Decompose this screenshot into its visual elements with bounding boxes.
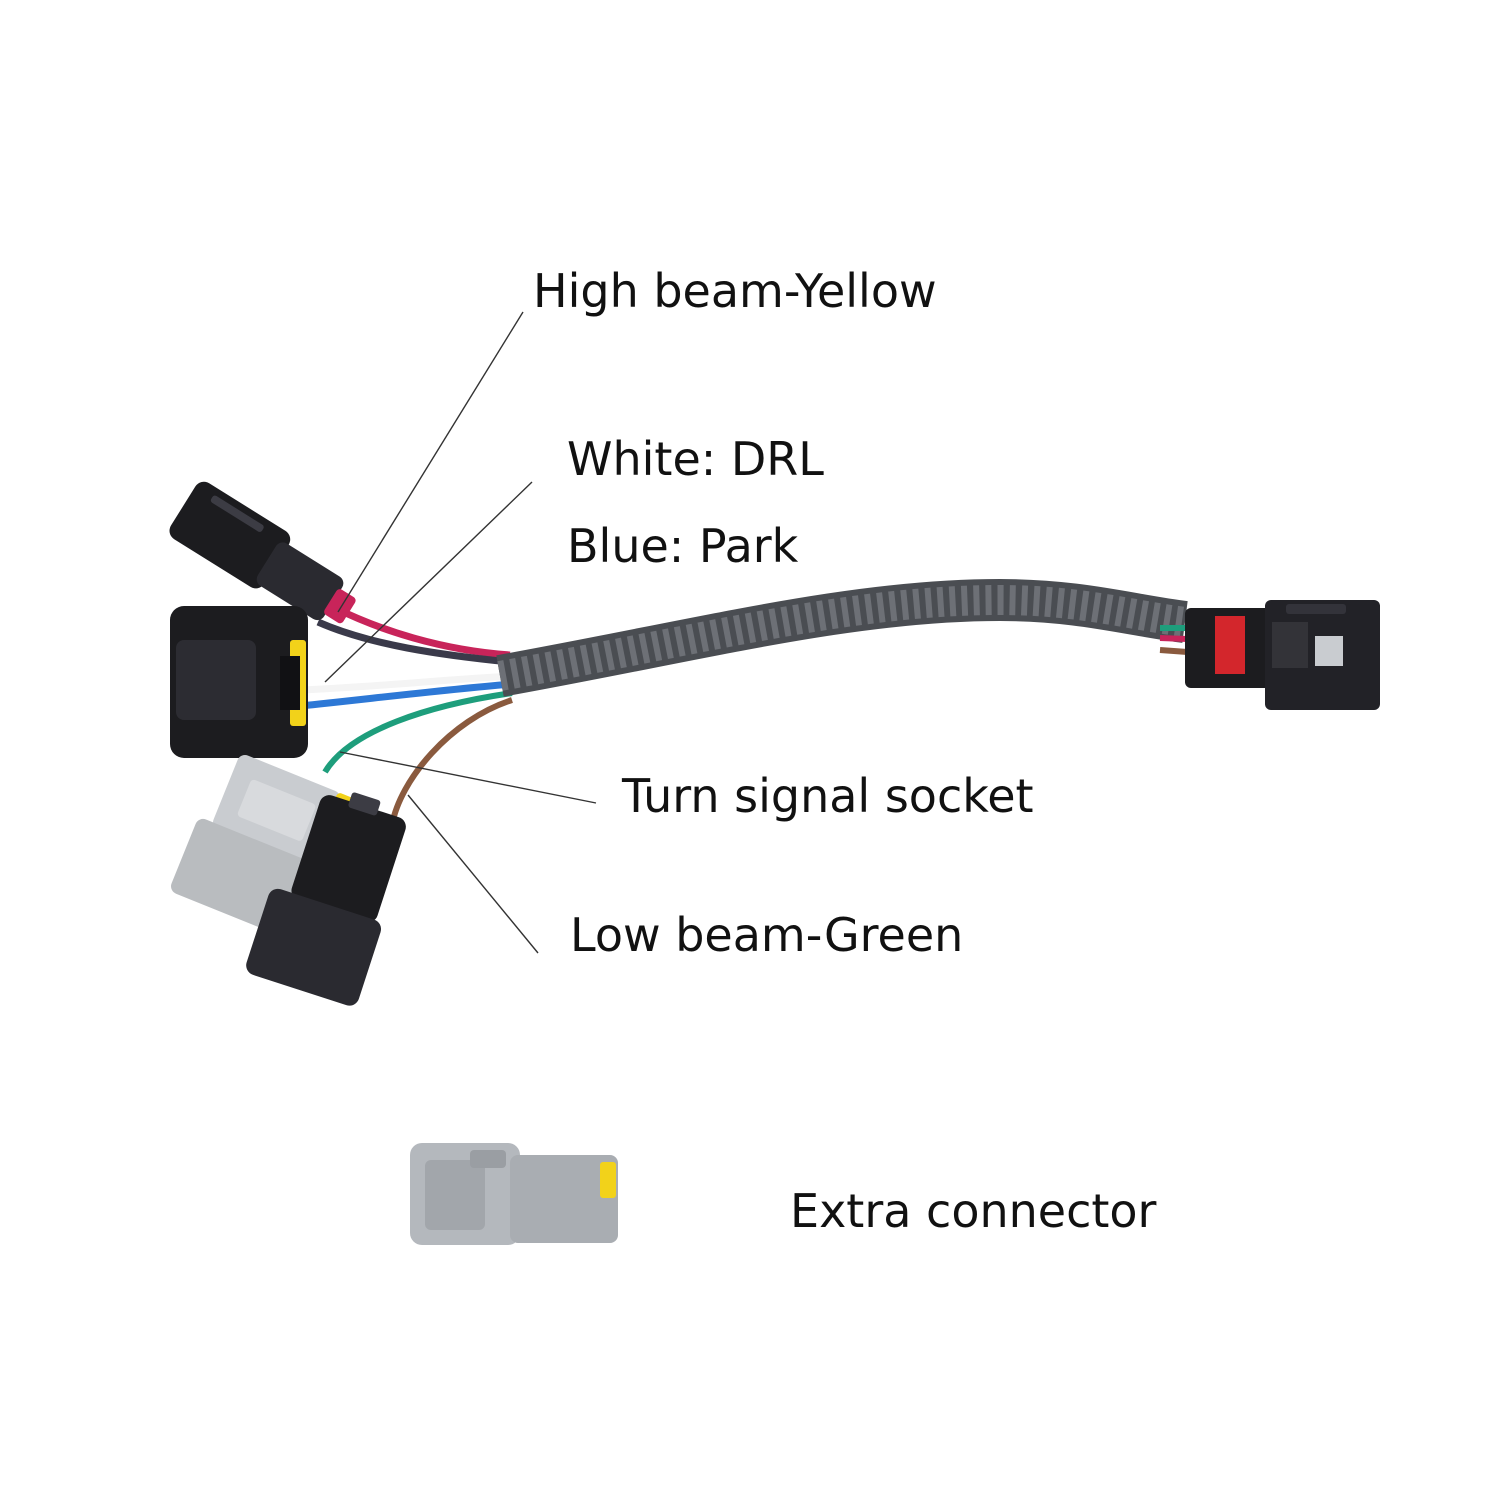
wire-dark: [316, 618, 511, 666]
label-turn-signal: Turn signal socket: [622, 769, 1034, 823]
wire-white: [299, 672, 513, 694]
harness-connector-icon: [1185, 600, 1380, 710]
leader-turn-signal: [339, 751, 597, 804]
wire-green: [322, 690, 513, 774]
wire-red: [333, 604, 511, 659]
label-white-drl: White: DRL: [567, 432, 824, 486]
extra-connector-icon: [410, 1143, 618, 1245]
low-beam-connector-icon: [246, 792, 406, 1006]
label-extra-connector: Extra connector: [790, 1184, 1157, 1238]
leader-lines: [324, 311, 597, 954]
harness-connector-black-icon: [169, 481, 356, 624]
label-low-beam: Low beam-Green: [570, 908, 964, 962]
wire-bundle: [299, 604, 513, 826]
leader-white-drl: [324, 481, 533, 683]
label-high-beam: High beam-Yellow: [533, 264, 937, 318]
leader-high-beam: [337, 311, 524, 613]
wire-blue: [299, 680, 513, 710]
headlight-socket-icon: [170, 606, 308, 758]
wire-brown: [389, 697, 513, 826]
leader-low-beam: [407, 794, 539, 954]
label-blue-park: Blue: Park: [567, 519, 799, 573]
